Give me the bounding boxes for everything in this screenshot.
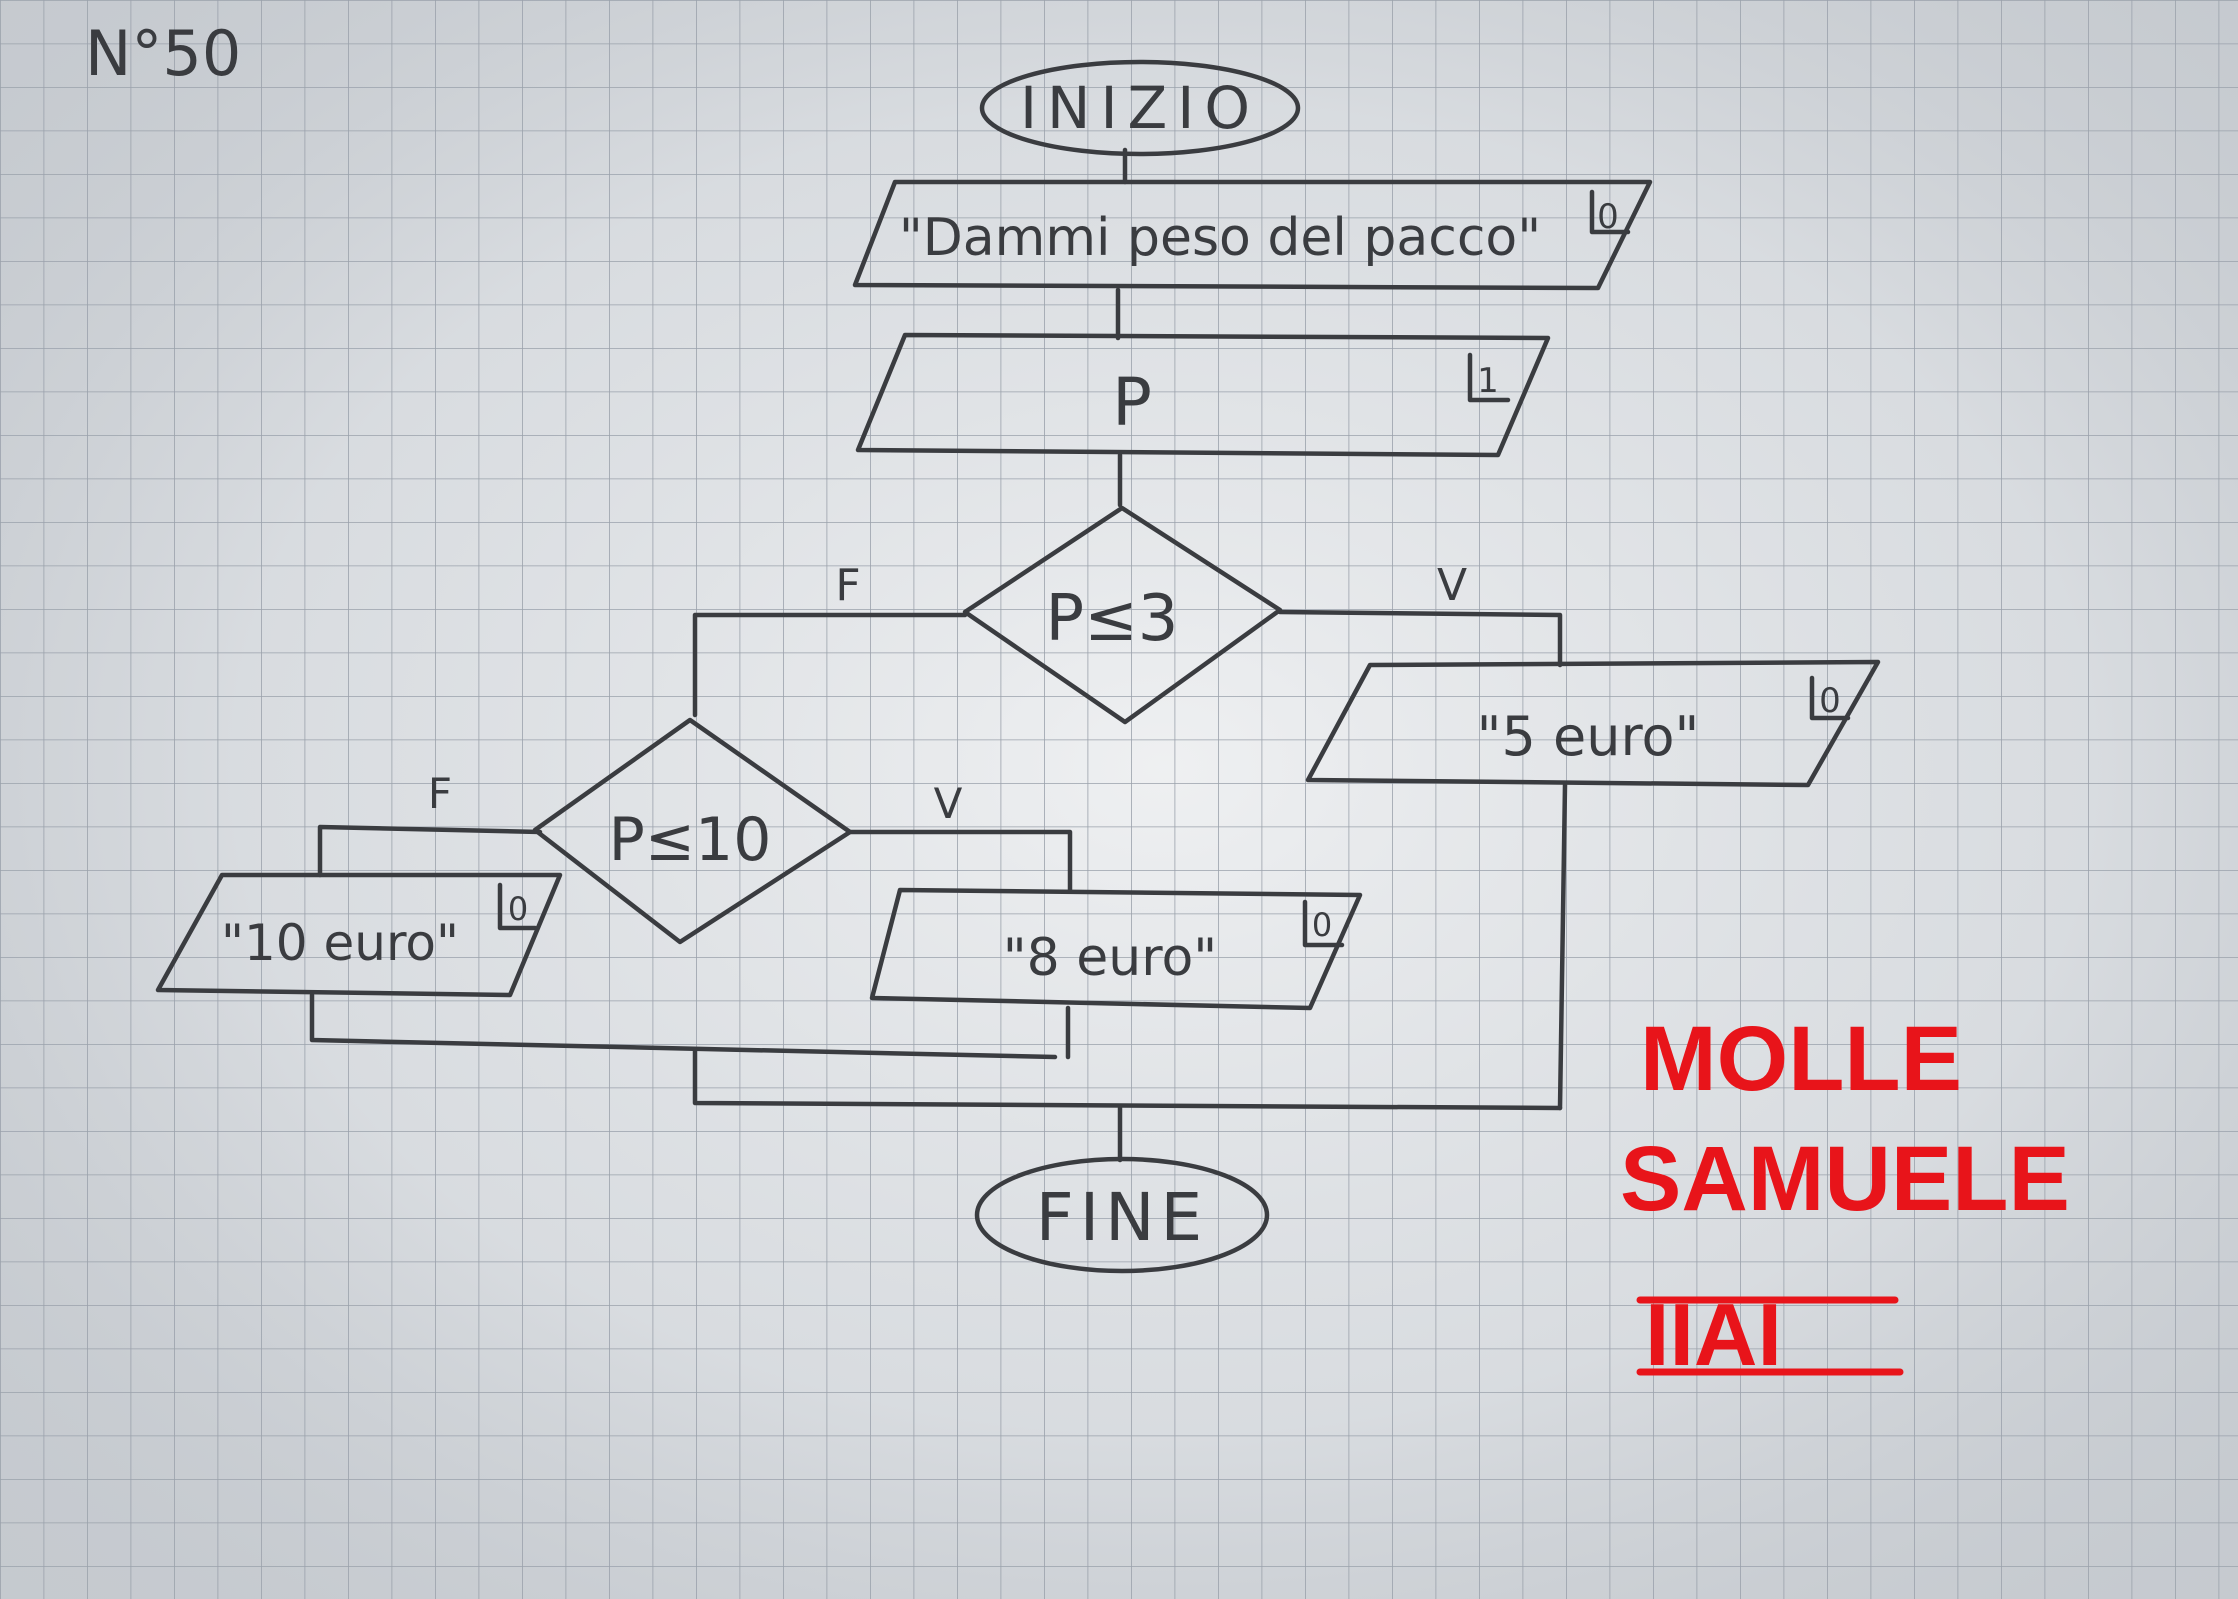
decision-weight-10: P≤10 F V [428,717,963,945]
prompt-text: "Dammi peso del pacco" [899,208,1541,268]
end-label: FINE [1036,1179,1209,1256]
output-prompt-block: "Dammi peso del pacco" 0 [852,179,1653,291]
input-io-mark: 1 [1477,361,1499,401]
output-5-text: "5 euro" [1477,705,1700,768]
start-label: INIZIO [1020,74,1260,142]
decision2-false-label: F [428,769,452,818]
output-8-euro-block: "8 euro" 0 [869,887,1363,1011]
student-signature: MOLLE SAMUELE IIAI [1620,1008,2070,1384]
decision2-true-label: V [934,779,963,828]
decision1-condition: P≤3 [1046,582,1179,656]
flow-connectors [309,147,1568,1163]
signature-name: SAMUELE [1620,1128,2070,1230]
prompt-io-mark: 0 [1597,197,1619,237]
decision2-condition: P≤10 [609,805,772,875]
output-5-io-mark: 0 [1819,681,1841,721]
input-block: P 1 [855,332,1551,458]
signature-surname: MOLLE [1640,1008,1962,1110]
page-number: N°50 [85,17,241,90]
decision1-false-label: F [835,560,860,611]
output-10-euro-block: "10 euro" 0 [155,872,563,998]
output-10-io-mark: 0 [508,890,528,928]
output-5-euro-block: "5 euro" 0 [1305,659,1881,788]
decision1-true-label: V [1437,560,1467,611]
output-8-text: "8 euro" [1003,928,1217,988]
output-10-text: "10 euro" [221,914,459,972]
start-terminal: INIZIO [979,59,1301,157]
decision-weight-3: P≤3 F V [835,505,1467,725]
signature-class: IIAI [1645,1285,1782,1384]
input-variable: P [1112,364,1152,441]
output-8-io-mark: 0 [1312,906,1332,944]
end-terminal: FINE [974,1156,1270,1274]
